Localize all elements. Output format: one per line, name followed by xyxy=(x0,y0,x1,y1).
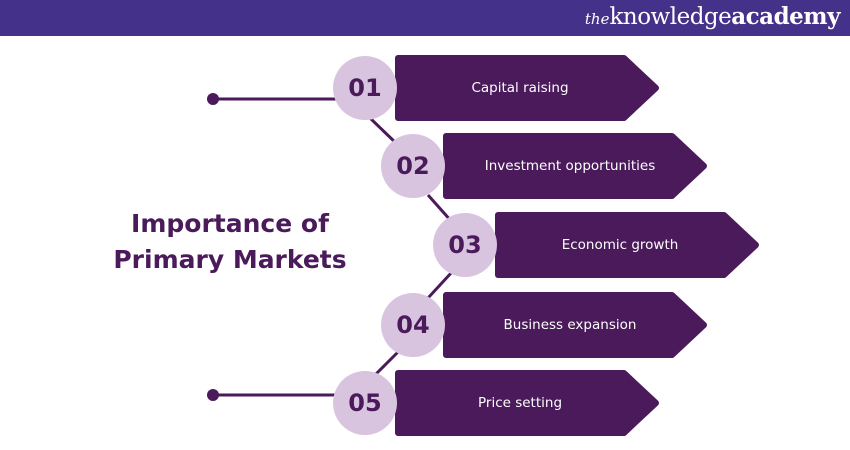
brand-name: knowledge xyxy=(609,4,732,30)
connector-1-2 xyxy=(368,116,400,147)
step-label-1: Capital raising xyxy=(471,80,569,96)
step-number-4: 04 xyxy=(396,311,430,339)
step-label-4: Business expansion xyxy=(503,317,637,333)
brand-logo: theknowledgeacademy xyxy=(584,3,841,30)
diagram-title: Importance of Primary Markets xyxy=(100,206,360,278)
banner-5 xyxy=(395,370,659,436)
step-number-5: 05 xyxy=(348,389,382,417)
banner-3 xyxy=(495,212,759,278)
brand-prefix: the xyxy=(584,10,610,28)
number-circle-5 xyxy=(333,371,397,435)
header-bar: theknowledgeacademy xyxy=(0,0,850,36)
number-circle-3 xyxy=(433,213,497,277)
step-number-1: 01 xyxy=(348,74,382,102)
number-circle-4 xyxy=(381,293,445,357)
number-circle-2 xyxy=(381,134,445,198)
connector-2-3 xyxy=(426,194,454,223)
brand-suffix: academy xyxy=(731,3,840,30)
step-number-3: 03 xyxy=(448,231,482,259)
step-number-2: 02 xyxy=(396,152,430,180)
banner-2 xyxy=(443,133,707,199)
connector-3-4 xyxy=(426,270,454,300)
banner-4 xyxy=(443,292,707,358)
step-label-3: Economic growth xyxy=(561,237,679,253)
endpoint-dot-top xyxy=(207,93,219,105)
number-circle-1 xyxy=(333,56,397,120)
title-line-2: Primary Markets xyxy=(113,245,347,274)
step-label-5: Price setting xyxy=(477,395,563,411)
title-line-1: Importance of xyxy=(131,209,329,238)
endpoint-dot-bottom xyxy=(207,389,219,401)
banner-1 xyxy=(395,55,659,121)
step-label-2: Investment opportunities xyxy=(484,158,656,174)
